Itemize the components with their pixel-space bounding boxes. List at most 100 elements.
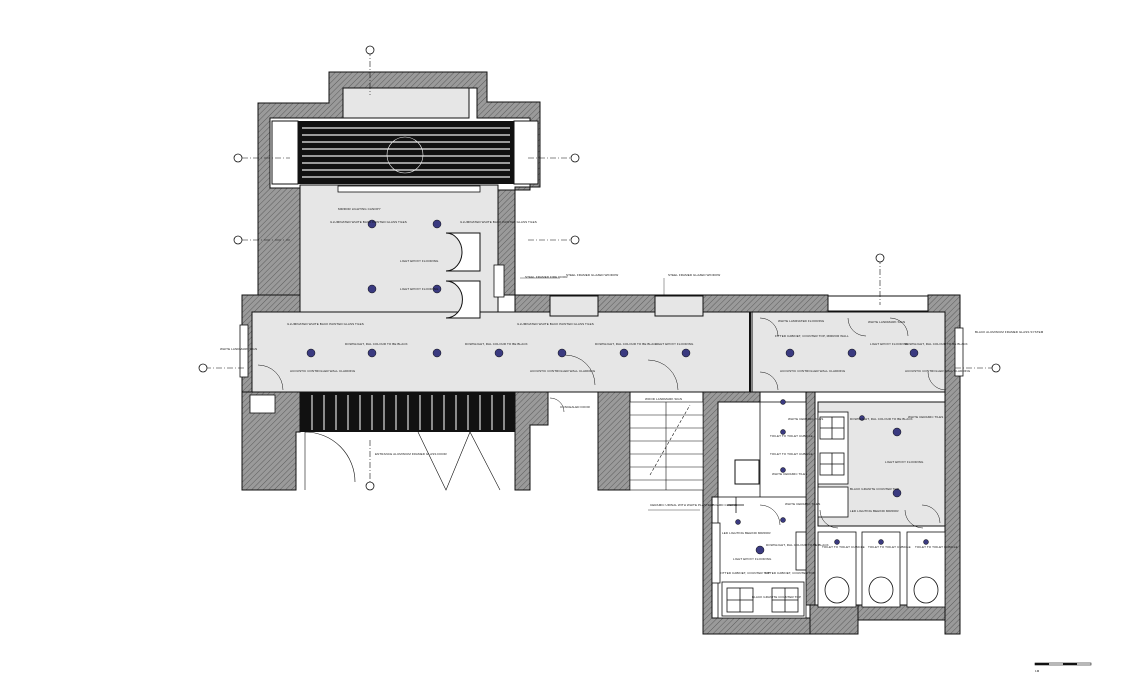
annotations: MIRROR LIGHTING CANOPY ILLUMINATED WHITE… <box>220 207 1044 599</box>
label-led-lighting: LED LIGHTING BEHIND MIRROR <box>850 509 899 513</box>
downlight <box>432 284 442 294</box>
label-white-landmark: WHITE LANDMARK SIGN <box>868 320 905 324</box>
east-window <box>827 295 929 312</box>
label-illuminated-white-4: ILLUMINATED WHITE BACK PAINTED GLASS TIL… <box>517 322 594 326</box>
west-door <box>239 324 249 378</box>
stair-circle <box>386 136 424 174</box>
seat-2 <box>445 280 481 319</box>
folding-door <box>417 431 501 491</box>
wall-toilets-south <box>809 604 859 635</box>
central-stair <box>629 401 760 491</box>
downlight <box>367 219 377 229</box>
label-illuminated-white-3: ILLUMINATED WHITE BACK PAINTED GLASS TIL… <box>287 322 364 326</box>
grid-bubble <box>233 235 243 245</box>
label-left-landmark: WHITE LANDMARK SIGN <box>220 347 257 351</box>
label-light-epoxy-6: LIGHT EPOXY FLOORING <box>733 557 772 561</box>
downlight <box>892 488 902 498</box>
downlight-fixtures <box>306 219 929 555</box>
downlight-small <box>780 399 786 405</box>
label-downlight-6: DOWNLIGHT, RAL COLOUR TO BE BLACK <box>766 543 829 547</box>
facade-mullions <box>311 395 505 430</box>
downlight-small <box>834 539 840 545</box>
window-box-1 <box>549 295 599 317</box>
grid-bubble <box>991 363 1001 373</box>
scale-bar-label: 1M <box>1035 669 1040 673</box>
label-steel-framed: STEEL FRAMED FIRE DOOR <box>525 275 568 279</box>
label-white-tiles: WHITE CERAMIC TILES <box>788 417 823 421</box>
label-white-ceramic-2: WHITE CERAMIC TILES <box>772 472 807 476</box>
lobby-fixtures <box>239 232 964 414</box>
label-acoustic-2: ACOUSTIC CONTROLLER WALL CLADDING <box>530 369 596 373</box>
toilet-2 <box>868 576 894 604</box>
label-glass-aluminium: BLACK ALUMINIUM FRAMED GLASS SYSTEM <box>975 330 1044 334</box>
toilet-1 <box>824 576 850 604</box>
label-downlight-3: DOWNLIGHT, RAL COLOUR TO BE BLACK <box>595 342 658 346</box>
door-panel-lobby <box>493 264 505 298</box>
north-stair <box>271 87 539 193</box>
label-ceramic-urinal: CERAMIC URINAL WITH WHITE PLASTERBOARD C… <box>650 503 738 507</box>
label-white-ceramic-3: WHITE CERAMIC TILES <box>785 502 820 506</box>
wall-south-mid <box>514 391 549 491</box>
mirror-men <box>795 531 807 571</box>
downlight-small <box>780 467 786 473</box>
label-light-epoxy-1: LIGHT EPOXY FLOORING <box>400 259 439 263</box>
label-concealed-door: CONCEALED DOOR <box>560 405 591 409</box>
downlight <box>557 348 567 358</box>
grid-markers <box>198 45 1001 491</box>
label-white-ceramic: WHITE CERAMIC TILES <box>908 415 943 419</box>
label-acoustic-3: ACOUSTIC CONTROLLER WALL CLADDING <box>780 369 846 373</box>
downlight <box>432 348 442 358</box>
label-led-lighting-2: LED LIGHTING BEHIND MIRROR <box>722 531 771 535</box>
grid-bubble <box>570 153 580 163</box>
stair-block <box>298 121 514 184</box>
leader-lines <box>520 277 700 511</box>
grid-marker-bubbles <box>198 45 1001 491</box>
downlight <box>619 348 629 358</box>
label-mirror-lighting: MIRROR LIGHTING CANOPY <box>338 207 381 211</box>
label-toilet-tf-1: TOILET TO TOILET CUBICLE <box>770 434 813 438</box>
south-facade <box>300 392 515 491</box>
label-toilet-tf-3: TOILET TO TOILET CUBICLE <box>822 545 865 549</box>
label-downlight-1: DOWNLIGHT, RAL COLOUR TO BE BLACK <box>345 342 408 346</box>
counter-men <box>711 522 721 584</box>
wall-toilets <box>702 391 811 635</box>
small-box-sw <box>249 394 276 414</box>
stair-side-right <box>513 120 539 185</box>
door-swings <box>257 317 946 529</box>
walls <box>241 71 961 635</box>
downlight <box>755 545 765 555</box>
wc-mirror-strip <box>817 486 849 518</box>
label-steel-framed-2: STEEL FRAMED GLAZED WINDOW <box>566 273 618 277</box>
label-black-granite-2: BLACK GRANITE COUNTER TOP <box>752 595 801 599</box>
label-black-granite: BLACK GRANITE COUNTER TOP <box>850 487 899 491</box>
downlight <box>432 219 442 229</box>
grid-bubble <box>365 481 375 491</box>
label-downlight-5: DOWNLIGHT, RAL COLOUR TO BE BLACK <box>850 417 913 421</box>
downlight-small <box>780 517 786 523</box>
label-wood-landmark: WOOD LANDMARK SIGN <box>645 397 682 401</box>
downlight <box>785 348 795 358</box>
downlight-small <box>780 429 786 435</box>
downlight-small <box>735 519 741 525</box>
label-white-laminated: WHITE LAMINATED FLOORING <box>778 319 825 323</box>
label-light-epoxy-3: LIGHT EPOXY FLOORING <box>655 342 694 346</box>
downlight-small <box>859 415 865 421</box>
downlight <box>681 348 691 358</box>
east-door <box>954 327 964 377</box>
reception-counter <box>337 185 481 193</box>
downlight-small <box>923 539 929 545</box>
grid-bubble <box>365 45 375 55</box>
scale-bar: 1M <box>1034 662 1092 673</box>
grid-bubble <box>233 153 243 163</box>
label-entrance-aluminium: ENTRANCE ALUMINIUM FRAMED GLASS DOOR <box>375 452 448 456</box>
grid-bubble <box>570 235 580 245</box>
downlight <box>367 284 377 294</box>
label-fitted-cabinet: FITTED CABINET, COUNTER TOP, MIRROR WALL <box>775 334 849 338</box>
label-illuminated-glass-1: ILLUMINATED WHITE BACK PAINTED GLASS TIL… <box>330 220 407 224</box>
label-toilet-tf-2: TOILET TO TOILET CUBICLE <box>770 452 813 456</box>
entrance-door-swing <box>304 431 356 490</box>
label-acoustic-4: ACOUSTIC CONTROLLER WALL CLADDING <box>905 369 971 373</box>
stair-treads <box>302 127 510 178</box>
label-light-epoxy-5: LIGHT EPOXY FLOORING <box>885 460 924 464</box>
downlight-small <box>878 539 884 545</box>
